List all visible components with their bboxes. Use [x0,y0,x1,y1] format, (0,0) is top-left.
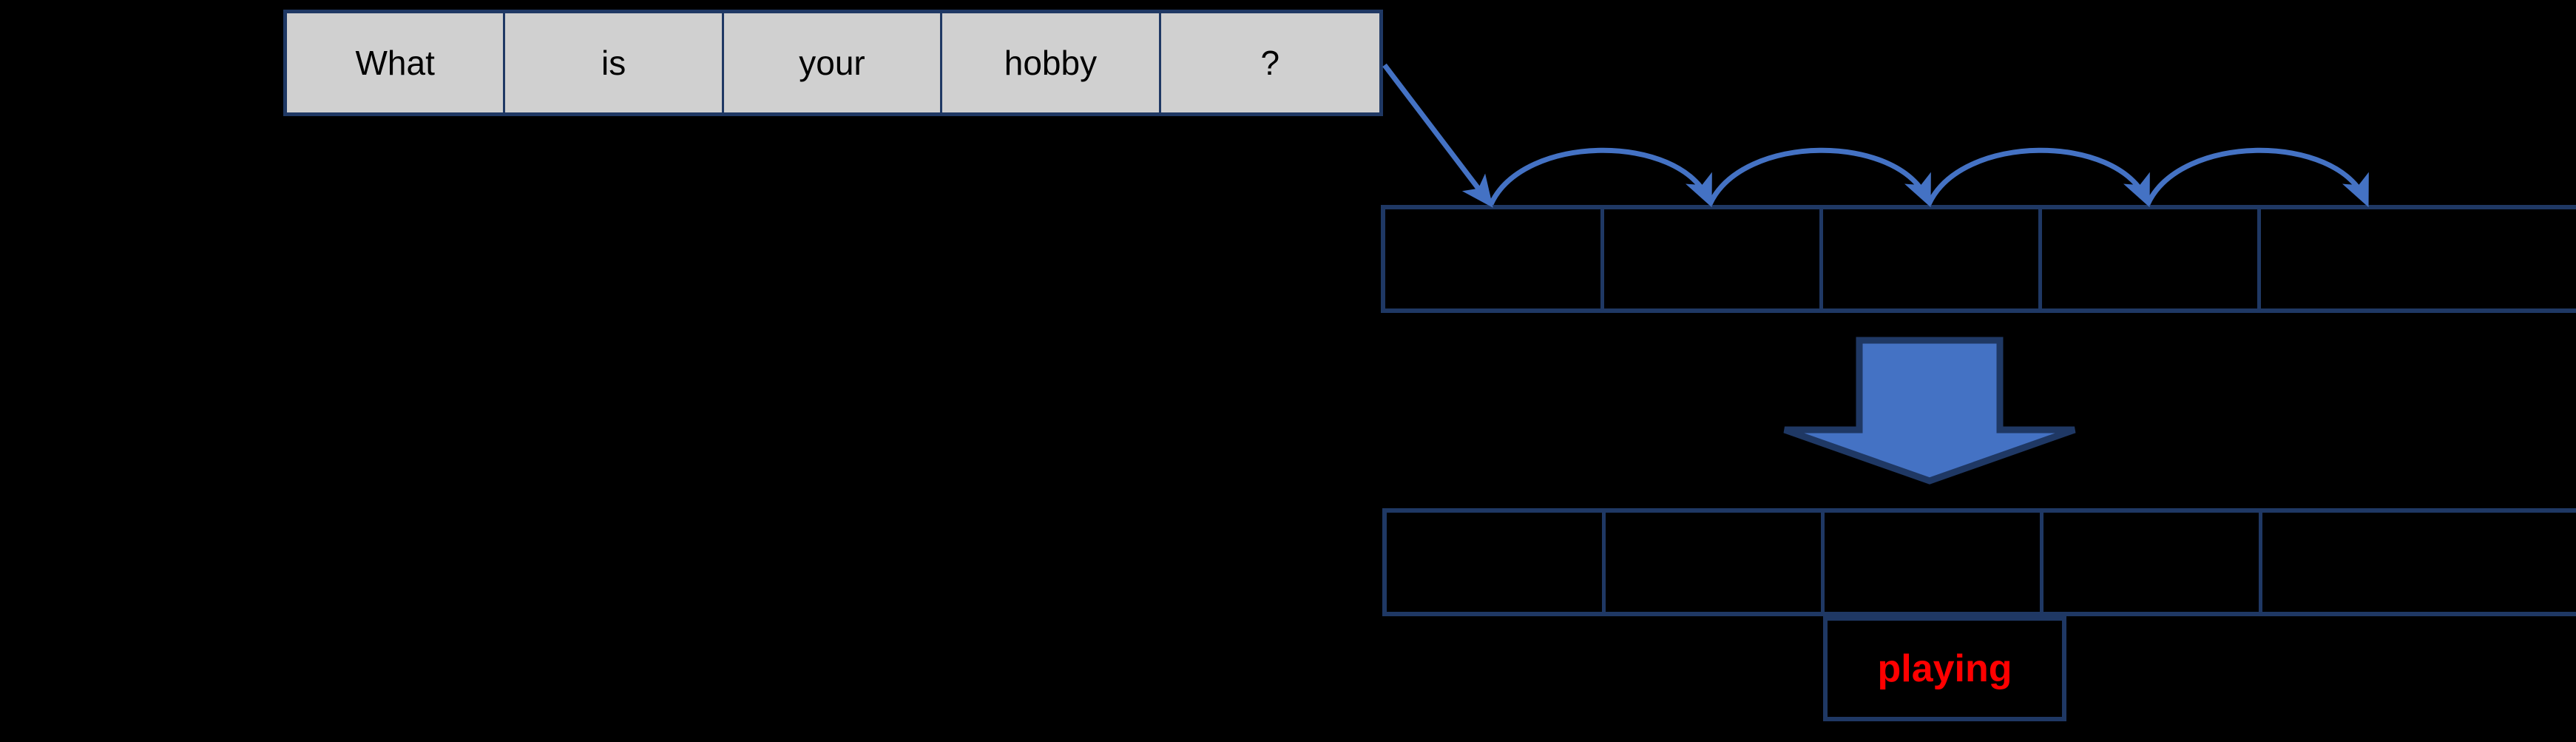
down-block-arrow-icon [1783,337,2076,485]
decoder-state-cell-4[interactable] [2043,513,2262,612]
input-token-table: What is your hobby ? [283,10,1383,116]
input-token-label-5: ? [1260,44,1280,82]
encoder-state-cell-5[interactable] [2261,209,2480,308]
encoder-state-cell-2[interactable] [1604,209,1823,308]
encoder-state-cell-1[interactable] [1385,209,1604,308]
encoder-state-cell-4[interactable] [2042,209,2261,308]
input-token-label-4: hobby [1004,44,1098,82]
feed-arrow-icon [1382,63,1493,208]
encoder-state-cell-3[interactable] [1823,209,2042,308]
encoder-state-table [1381,205,2576,313]
decoder-state-cell-3[interactable] [1825,513,2043,612]
decoder-state-cell-2[interactable] [1606,513,1825,612]
input-token-label-2: is [601,44,626,82]
input-token-cell-3[interactable]: your [723,13,943,112]
input-token-cell-4[interactable]: hobby [942,13,1161,112]
decoder-state-cell-1[interactable] [1387,513,1606,612]
curved-arrow-icon-4 [2145,147,2369,208]
decoder-state-table [1382,508,2576,616]
input-token-label-1: What [355,44,435,82]
input-token-cell-1[interactable]: What [287,13,506,112]
input-token-cell-2[interactable]: is [505,13,724,112]
output-token-label: playing [1877,647,2012,690]
decoder-state-cell-5[interactable] [2262,513,2481,612]
curved-arrow-icon-1 [1488,147,1712,208]
input-token-cell-5[interactable]: ? [1160,13,1380,112]
curved-arrow-icon-3 [1926,147,2150,208]
curved-arrow-icon-2 [1707,147,1931,208]
input-token-label-3: your [799,44,865,82]
output-token-cell[interactable]: playing [1823,616,2066,721]
